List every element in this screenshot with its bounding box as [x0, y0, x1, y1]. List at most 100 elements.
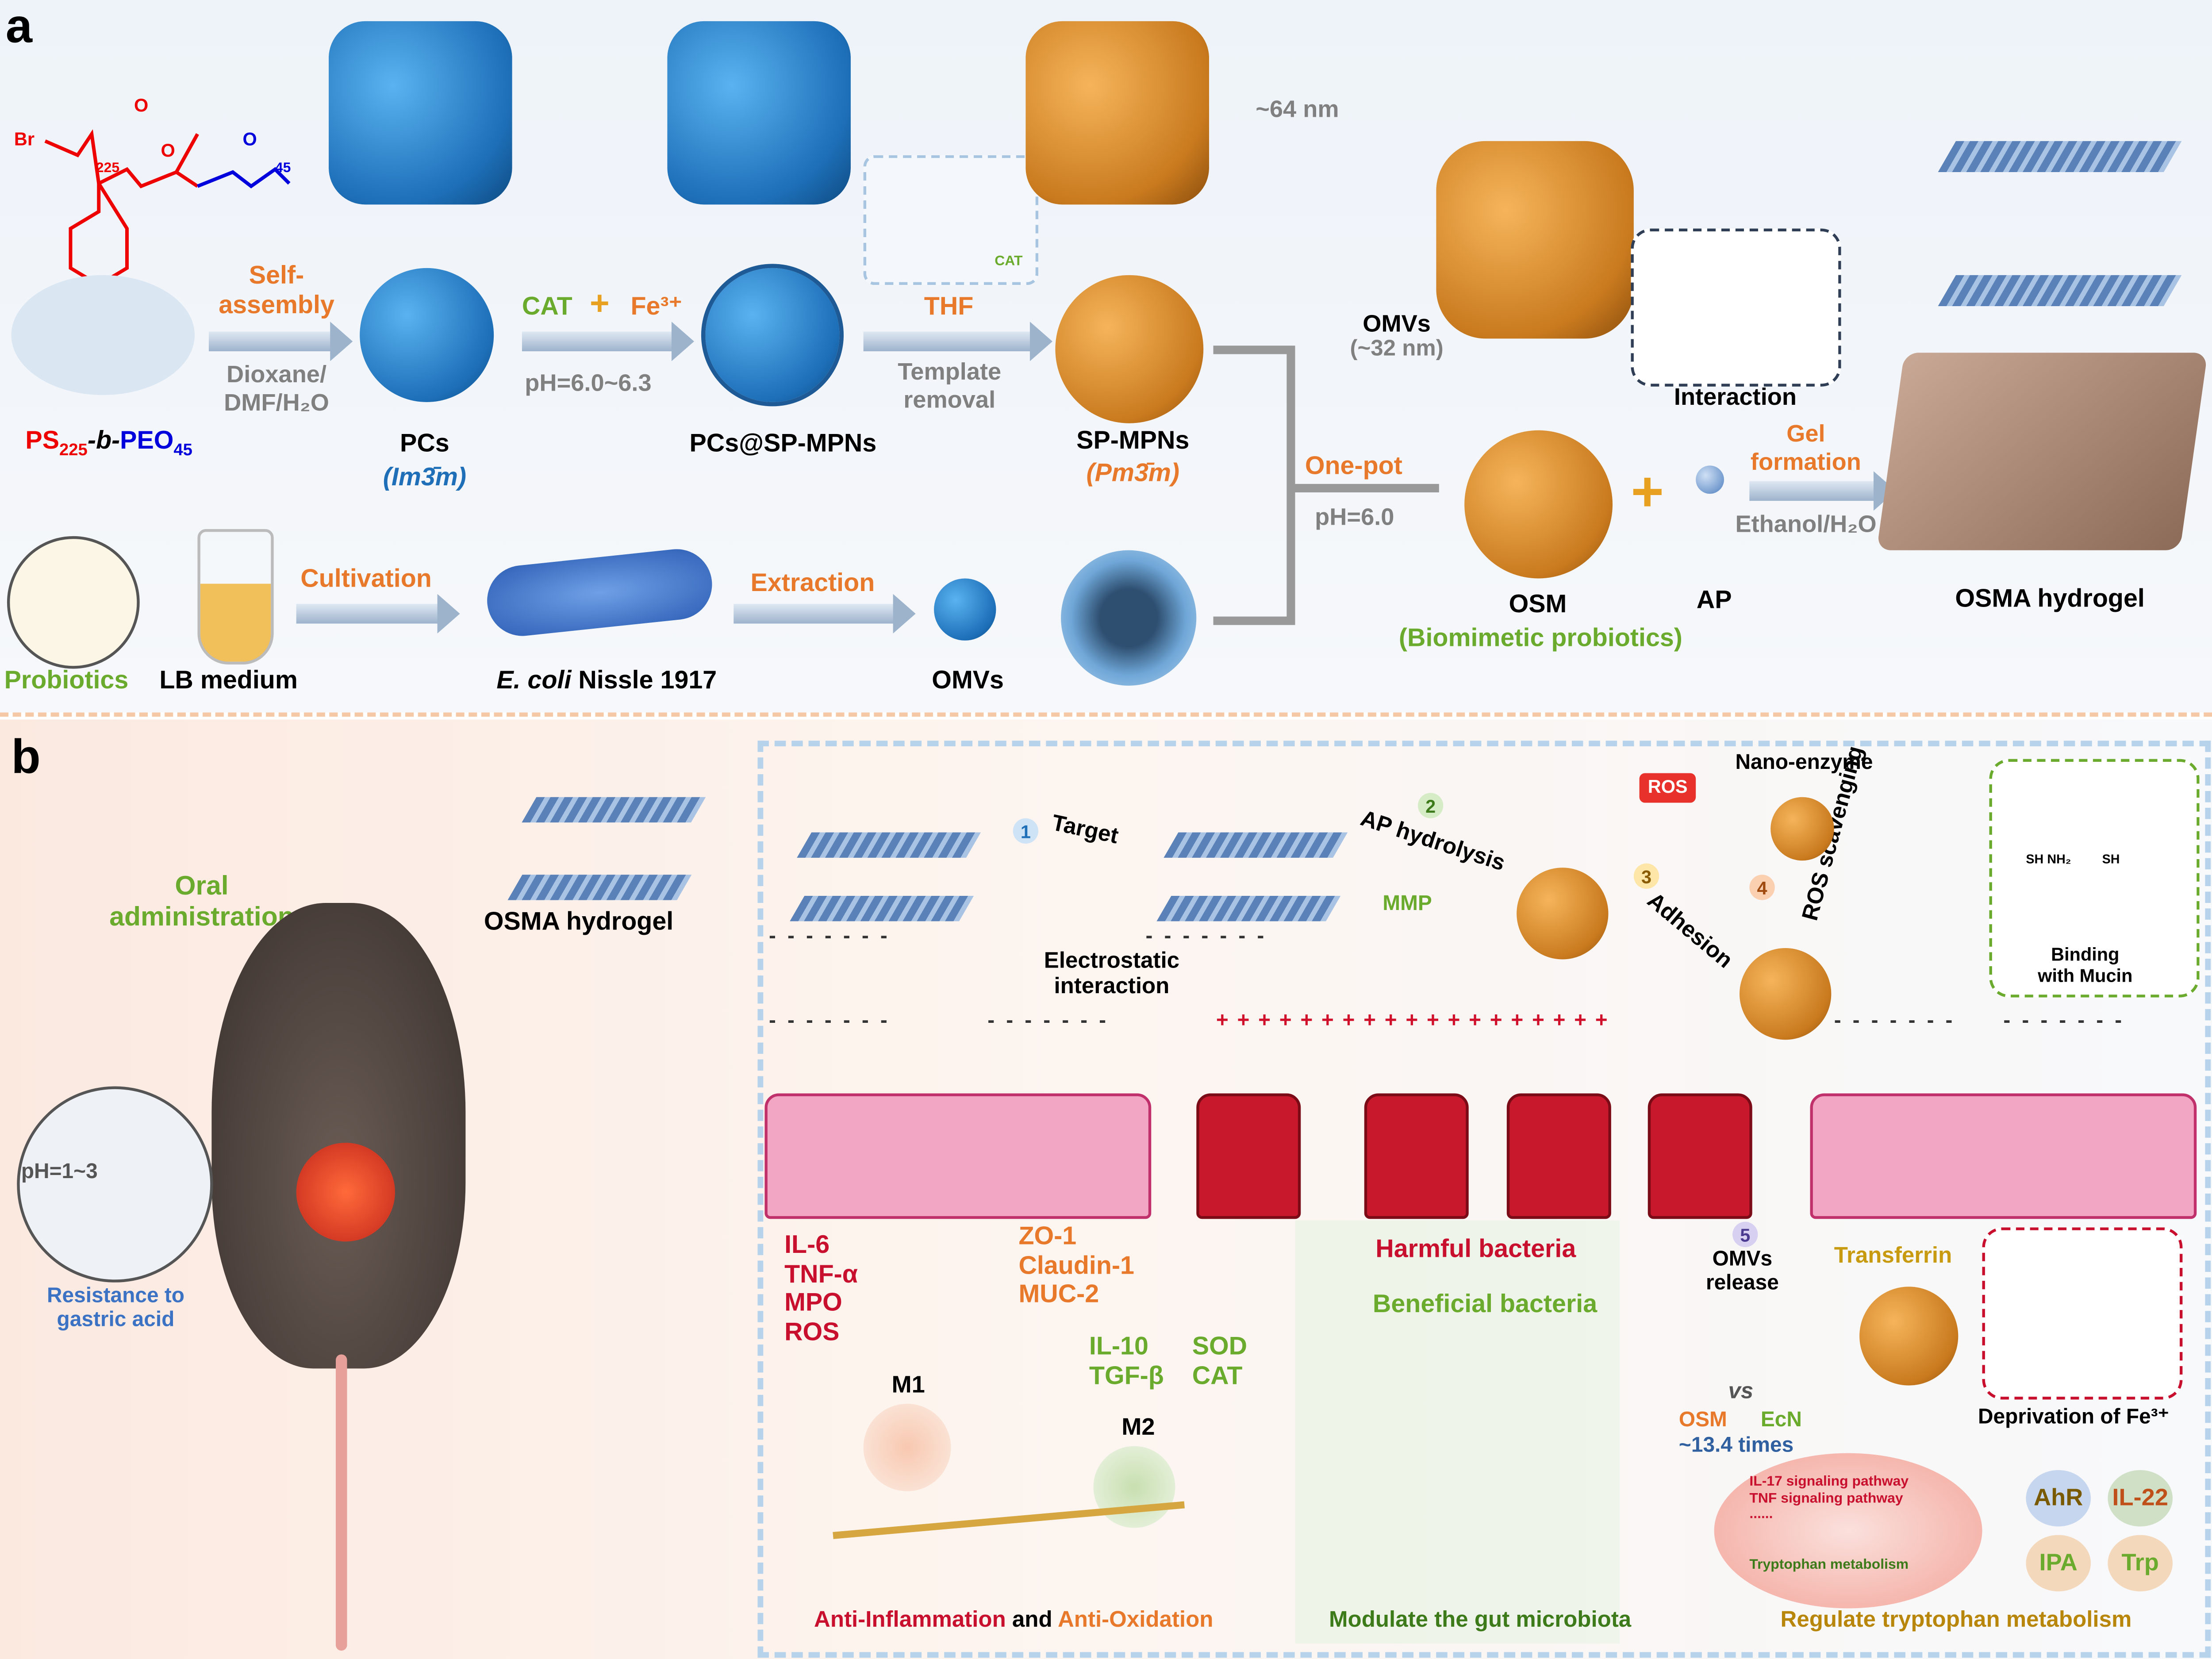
stomach-circle	[17, 1086, 213, 1283]
interaction-inset	[1631, 228, 1841, 387]
tryptophan-pathway-label: Tryptophan metabolism	[1749, 1557, 1909, 1573]
panel-label-a: a	[5, 0, 33, 54]
hydrogel-block	[1876, 353, 2208, 550]
mucin-inset	[1989, 759, 2200, 998]
inflamed-cell-3	[1506, 1093, 1611, 1219]
osma-hydrogel-label: OSMA hydrogel	[1955, 584, 2145, 613]
mouse-body	[211, 902, 466, 1369]
osm-compare-label: OSM	[1678, 1408, 1727, 1432]
ecn-compare-label: EcN	[1760, 1408, 1802, 1432]
polymer-name: PS225-b-PEO45	[25, 426, 192, 460]
arrow-gel-formation	[1749, 471, 1897, 511]
pcs-label: PCs	[400, 429, 449, 457]
hydrogel-step-1-b	[790, 896, 974, 922]
negative-charges-1: - - - - - - -	[769, 924, 891, 949]
nanoenzyme-label: Nano-enzyme	[1735, 750, 1873, 775]
pcs-cubic-structure	[329, 21, 512, 205]
omvs-size: (~32 nm)	[1350, 337, 1444, 361]
fe-deprivation-inset	[1982, 1227, 2183, 1400]
pore-size-label: ~64 nm	[1256, 96, 1339, 123]
osm-released	[1517, 868, 1609, 960]
panel-divider	[0, 712, 2212, 717]
step-5-badge: 5	[1732, 1221, 1758, 1248]
mmp-label: MMP	[1382, 891, 1432, 916]
step-1-badge: 1	[1013, 818, 1039, 844]
plus-sign-ap: +	[1631, 461, 1664, 524]
omv-cross-section	[1061, 550, 1197, 686]
hydrogel-step-2-b	[1156, 896, 1341, 922]
pcs-mpn-cubic-structure	[667, 21, 851, 205]
ester-oxygen: O	[161, 139, 175, 161]
step-2-badge: 2	[1417, 793, 1444, 818]
harmful-bacteria-label: Harmful bacteria	[1375, 1234, 1576, 1263]
spmpn-cubic-structure	[1025, 21, 1209, 205]
mouse-tail	[335, 1354, 347, 1651]
hydrogel-layer-b-top	[522, 797, 706, 823]
hydrogel-layer-b-bottom	[507, 875, 692, 900]
step1-solvent: Dioxane/DMF/H₂O	[224, 361, 330, 416]
lb-flask	[197, 529, 274, 665]
thf-label: THF	[924, 292, 974, 320]
mucin-sh: SH	[2102, 852, 2120, 867]
trp-chip: Trp	[2108, 1535, 2173, 1592]
plus-sign: +	[590, 285, 610, 323]
br-atom: Br	[14, 128, 35, 150]
pcs-mpn-label: PCs@SP-MPNs	[689, 429, 877, 457]
ecoli-label: E. coli Nissle 1917	[496, 666, 717, 694]
arrow-self-assembly	[208, 322, 353, 361]
arrow-cultivation	[296, 594, 460, 634]
step-3-badge: 3	[1633, 863, 1659, 889]
healthy-epithelium-left	[764, 1093, 1152, 1219]
probiotics-label: Probiotics	[4, 666, 129, 694]
tryptophan-caption: Regulate tryptophan metabolism	[1780, 1608, 2132, 1632]
ahr-chip: AhR	[2026, 1470, 2091, 1527]
pcs-phase: (Im3̄m)	[383, 462, 466, 491]
osm-cubic-structure	[1436, 141, 1634, 339]
hydrogel-layer-top	[1938, 141, 2182, 173]
inflamed-cell-1	[1196, 1093, 1301, 1219]
interaction-label: Interaction	[1674, 384, 1797, 411]
ros-burst: ROS	[1639, 773, 1696, 803]
mpn-chemistry-inset	[863, 155, 1039, 285]
biomimetic-probiotics-label: (Biomimetic probiotics)	[1398, 623, 1682, 652]
vs-label: vs	[1728, 1379, 1754, 1404]
m1-macrophage	[863, 1404, 951, 1491]
hydrogel-layer-bottom	[1938, 275, 2182, 307]
inflamed-cell-4	[1647, 1093, 1752, 1219]
hydrogel-step-2	[1164, 832, 1348, 858]
cat-label: CAT	[522, 292, 572, 320]
m2-label: M2	[1121, 1413, 1155, 1440]
inset-cat-label: CAT	[995, 254, 1023, 270]
fe-deprivation-label: Deprivation of Fe³⁺	[1978, 1405, 2169, 1429]
positive-charges-inflamed: + + + + + + + + + + + + + + + + + + +	[1216, 1009, 1609, 1033]
ap-molecule	[1696, 465, 1724, 494]
nanoenzyme-osm	[1770, 797, 1834, 861]
m1-label: M1	[891, 1371, 925, 1398]
mucus-negative-far-right: - - - - - - -	[2003, 1009, 2125, 1033]
microbiota-area	[1295, 1220, 1620, 1644]
inflamed-cell-2	[1364, 1093, 1469, 1219]
merge-bracket	[1213, 346, 1439, 625]
carbonyl-oxygen: O	[134, 94, 149, 116]
step1-label: Self-assembly	[219, 261, 334, 319]
il22-chip: IL-22	[2108, 1470, 2173, 1527]
mechanism-box	[757, 741, 2211, 1658]
polymer-structure	[44, 129, 291, 287]
osm-label: OSM	[1509, 590, 1567, 618]
arrow-template-removal	[863, 322, 1052, 361]
negative-charges-2: - - - - - - -	[1145, 924, 1267, 949]
ps-repeat: 225	[96, 161, 120, 177]
microbiota-caption: Modulate the gut microbiota	[1329, 1608, 1632, 1632]
mucin-sh-nh2: SH NH₂	[2026, 852, 2071, 867]
cultivation-label: Cultivation	[300, 564, 432, 593]
peo-repeat: 45	[275, 161, 291, 177]
omv-release-fold: ~13.4 times	[1678, 1433, 1794, 1458]
